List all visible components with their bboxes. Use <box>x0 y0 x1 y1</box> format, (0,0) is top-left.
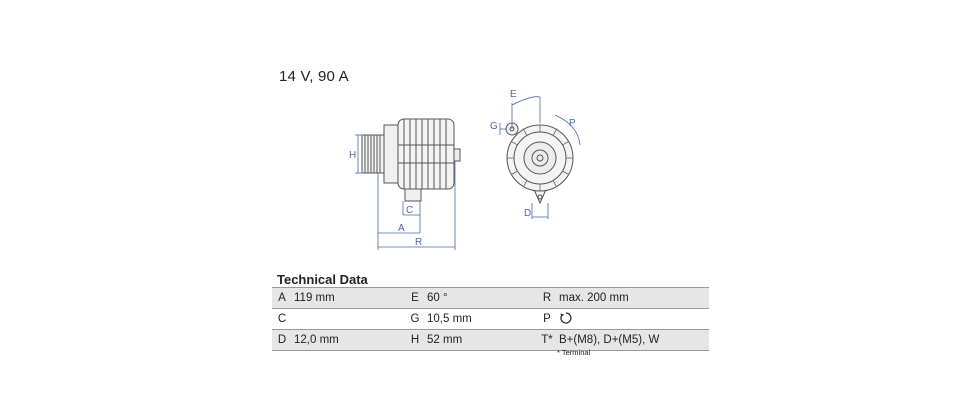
value-cell: 52 mm <box>425 329 537 351</box>
label-e: E <box>510 89 517 100</box>
pulley <box>361 134 385 174</box>
key-cell: R <box>537 287 557 309</box>
key-cell: A <box>272 287 292 309</box>
value-cell: 12,0 mm <box>292 329 405 351</box>
value-cell: 10,5 mm <box>425 308 537 330</box>
technical-data-table: A 119 mm E 60 ° R max. 200 mm C G 10,5 m… <box>272 287 709 351</box>
table-row: C G 10,5 mm P <box>272 308 709 330</box>
label-g: G <box>490 121 498 132</box>
key-cell: G <box>405 308 425 330</box>
front-view <box>499 96 581 219</box>
key-cell: H <box>405 329 425 351</box>
value-cell <box>292 308 405 330</box>
value-cell: max. 200 mm <box>557 287 709 309</box>
label-r: R <box>415 237 422 248</box>
label-c: C <box>406 205 413 216</box>
technical-data-title: Technical Data <box>277 272 368 287</box>
label-p: P <box>569 118 576 129</box>
key-cell: T* <box>537 329 557 351</box>
key-cell: E <box>405 287 425 309</box>
table-row: A 119 mm E 60 ° R max. 200 mm <box>272 287 709 309</box>
label-d: D <box>524 208 531 219</box>
key-cell: P <box>537 308 557 330</box>
product-rating: 14 V, 90 A <box>279 68 349 85</box>
value-cell: 60 ° <box>425 287 537 309</box>
value-cell: B+(M8), D+(M5), W <box>557 329 709 351</box>
front-dimensions <box>499 96 581 219</box>
value-cell <box>557 308 709 330</box>
key-cell: C <box>272 308 292 330</box>
label-a: A <box>398 223 405 234</box>
alternator-body <box>383 118 461 202</box>
key-cell: D <box>272 329 292 351</box>
table-row: D 12,0 mm H 52 mm T* B+(M8), D+(M5), W <box>272 329 709 351</box>
clockwise-rotation-icon <box>559 311 573 328</box>
side-view <box>355 118 461 250</box>
label-h: H <box>349 150 356 161</box>
value-cell: 119 mm <box>292 287 405 309</box>
side-dimensions <box>355 134 456 250</box>
alternator-drawing: H C A R <box>349 89 581 250</box>
terminal-footnote: * Terminal <box>557 348 591 357</box>
